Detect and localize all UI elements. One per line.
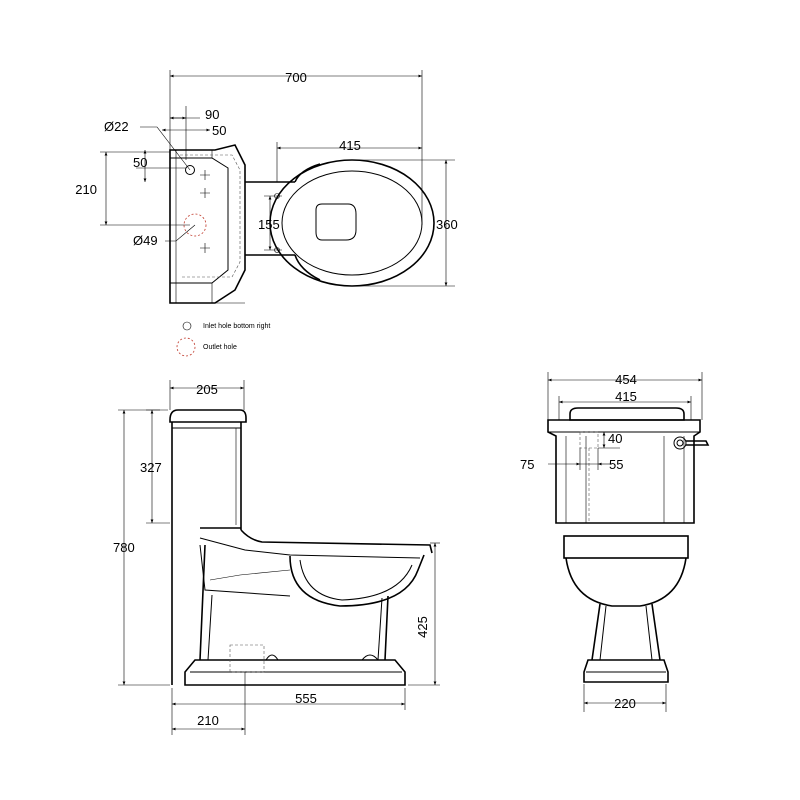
dim-overall-width: 700 bbox=[285, 70, 307, 85]
dim-inlet-right: 55 bbox=[609, 457, 623, 472]
dim-inlet-offset-50: 50 bbox=[212, 123, 226, 138]
dim-pedestal-width: 220 bbox=[614, 696, 636, 711]
dim-cistern-height: 327 bbox=[140, 460, 162, 475]
plan-view bbox=[169, 144, 435, 304]
legend-inlet-label: Inlet hole bottom right bbox=[203, 323, 270, 330]
dim-base-length: 555 bbox=[295, 691, 317, 706]
dim-cistern-width: 454 bbox=[615, 372, 637, 387]
dim-inlet-diameter: Ø22 bbox=[104, 119, 129, 134]
dim-fixing-centres: 155 bbox=[258, 217, 280, 232]
dim-overall-height: 780 bbox=[113, 540, 135, 555]
dim-inlet-left: 75 bbox=[520, 457, 534, 472]
dim-inlet-height-50: 50 bbox=[133, 155, 147, 170]
dim-seat-length: 415 bbox=[339, 138, 361, 153]
dim-inlet-height: 40 bbox=[608, 431, 622, 446]
dim-cistern-depth: 205 bbox=[196, 382, 218, 397]
dim-inlet-offset-90: 90 bbox=[205, 107, 219, 122]
plan-dimensions: 700 90 50 Ø22 210 50 Ø49 415 155 bbox=[75, 70, 458, 287]
dim-bowl-width: 360 bbox=[436, 217, 458, 232]
dim-pan-height: 425 bbox=[415, 616, 430, 638]
side-dimensions: 205 327 780 425 555 210 bbox=[113, 380, 440, 735]
legend-outlet-label: Outlet hole bbox=[203, 344, 237, 351]
front-dimensions: 454 415 40 75 55 220 bbox=[520, 372, 703, 712]
legend: Inlet hole bottom right Outlet hole bbox=[176, 321, 270, 357]
dim-lid-width: 415 bbox=[615, 389, 637, 404]
side-view bbox=[169, 409, 433, 686]
dim-outlet-diameter: Ø49 bbox=[133, 233, 158, 248]
dim-waste-offset: 210 bbox=[197, 713, 219, 728]
dim-outlet-height: 210 bbox=[75, 182, 97, 197]
front-view bbox=[547, 407, 710, 683]
